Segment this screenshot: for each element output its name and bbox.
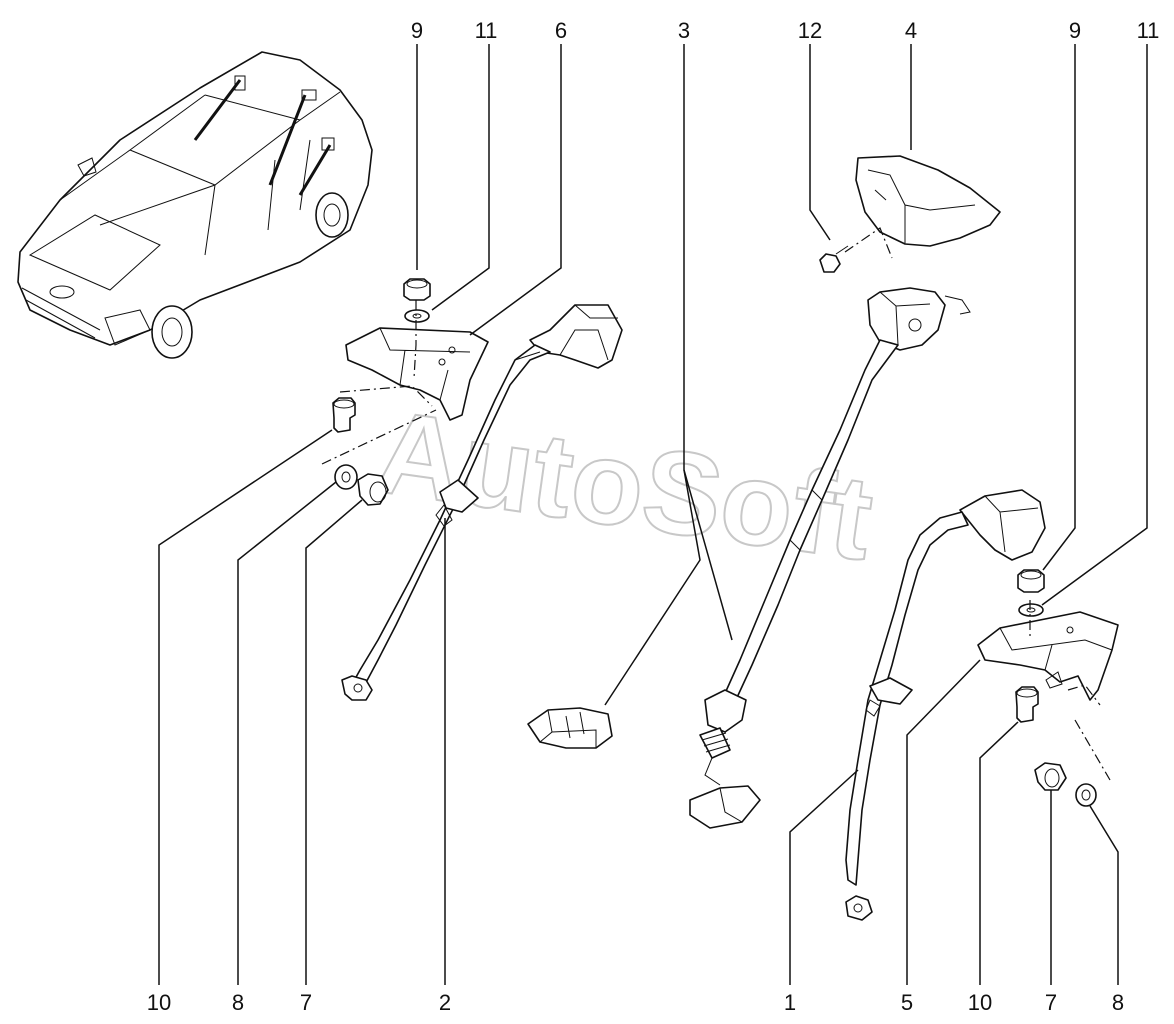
callout-2-bottom: 2 <box>439 990 451 1015</box>
leader-lines <box>158 44 1148 985</box>
bolt-part-10-right <box>1015 686 1039 723</box>
callout-8-bottom-right: 8 <box>1112 990 1124 1015</box>
trim-cover-part-4 <box>855 155 1001 247</box>
callouts-top: 9 11 6 3 12 4 9 11 <box>411 18 1160 43</box>
assembly-line-screw <box>844 227 893 259</box>
bracket-part-6 <box>345 327 489 421</box>
washer-part-8-right <box>1075 783 1097 807</box>
assembly-line-left-b <box>321 409 437 465</box>
callout-10-bottom-right: 10 <box>968 990 992 1015</box>
callout-11-top-right: 11 <box>1137 18 1160 43</box>
callout-7-bottom-right: 7 <box>1045 990 1057 1015</box>
callout-9-top-left: 9 <box>411 18 423 43</box>
belt-part-1-center <box>689 287 971 829</box>
assembly-line-right-c <box>1074 719 1111 781</box>
callouts-bottom: 10 8 7 2 1 5 10 7 8 <box>147 990 1124 1015</box>
nut-part-9-left <box>403 278 431 301</box>
washer-part-11-right <box>1018 603 1044 617</box>
callout-12-top: 12 <box>798 18 822 43</box>
callout-7-bottom-left: 7 <box>300 990 312 1015</box>
bracket-part-5 <box>977 611 1119 701</box>
callout-1-bottom: 1 <box>784 990 796 1015</box>
callout-8-bottom-left: 8 <box>232 990 244 1015</box>
callout-11-top-left: 11 <box>475 18 498 43</box>
buckle-part-3 <box>527 707 613 749</box>
washer-part-11-left <box>404 309 430 323</box>
belt-part-2 <box>341 304 623 701</box>
nut-part-9-right <box>1017 569 1045 593</box>
callout-5-bottom: 5 <box>901 990 913 1015</box>
car-illustration <box>17 51 373 359</box>
bolt-part-10-left <box>332 397 356 433</box>
belt-part-1-right <box>845 489 1046 921</box>
screw-part-12 <box>819 245 849 273</box>
spacer-part-7-left <box>357 473 389 506</box>
callout-6-top: 6 <box>555 18 567 43</box>
callout-4-top: 4 <box>905 18 917 43</box>
assembly-line-left-a <box>339 385 433 407</box>
assembly-line-right-b <box>1067 684 1101 706</box>
callout-9-top-right: 9 <box>1069 18 1081 43</box>
callout-3-top: 3 <box>678 18 690 43</box>
spacer-part-7-right <box>1034 762 1067 791</box>
callout-10-bottom-left: 10 <box>147 990 171 1015</box>
assembly-line-left-c <box>413 300 417 379</box>
washer-part-8-left <box>334 464 358 490</box>
